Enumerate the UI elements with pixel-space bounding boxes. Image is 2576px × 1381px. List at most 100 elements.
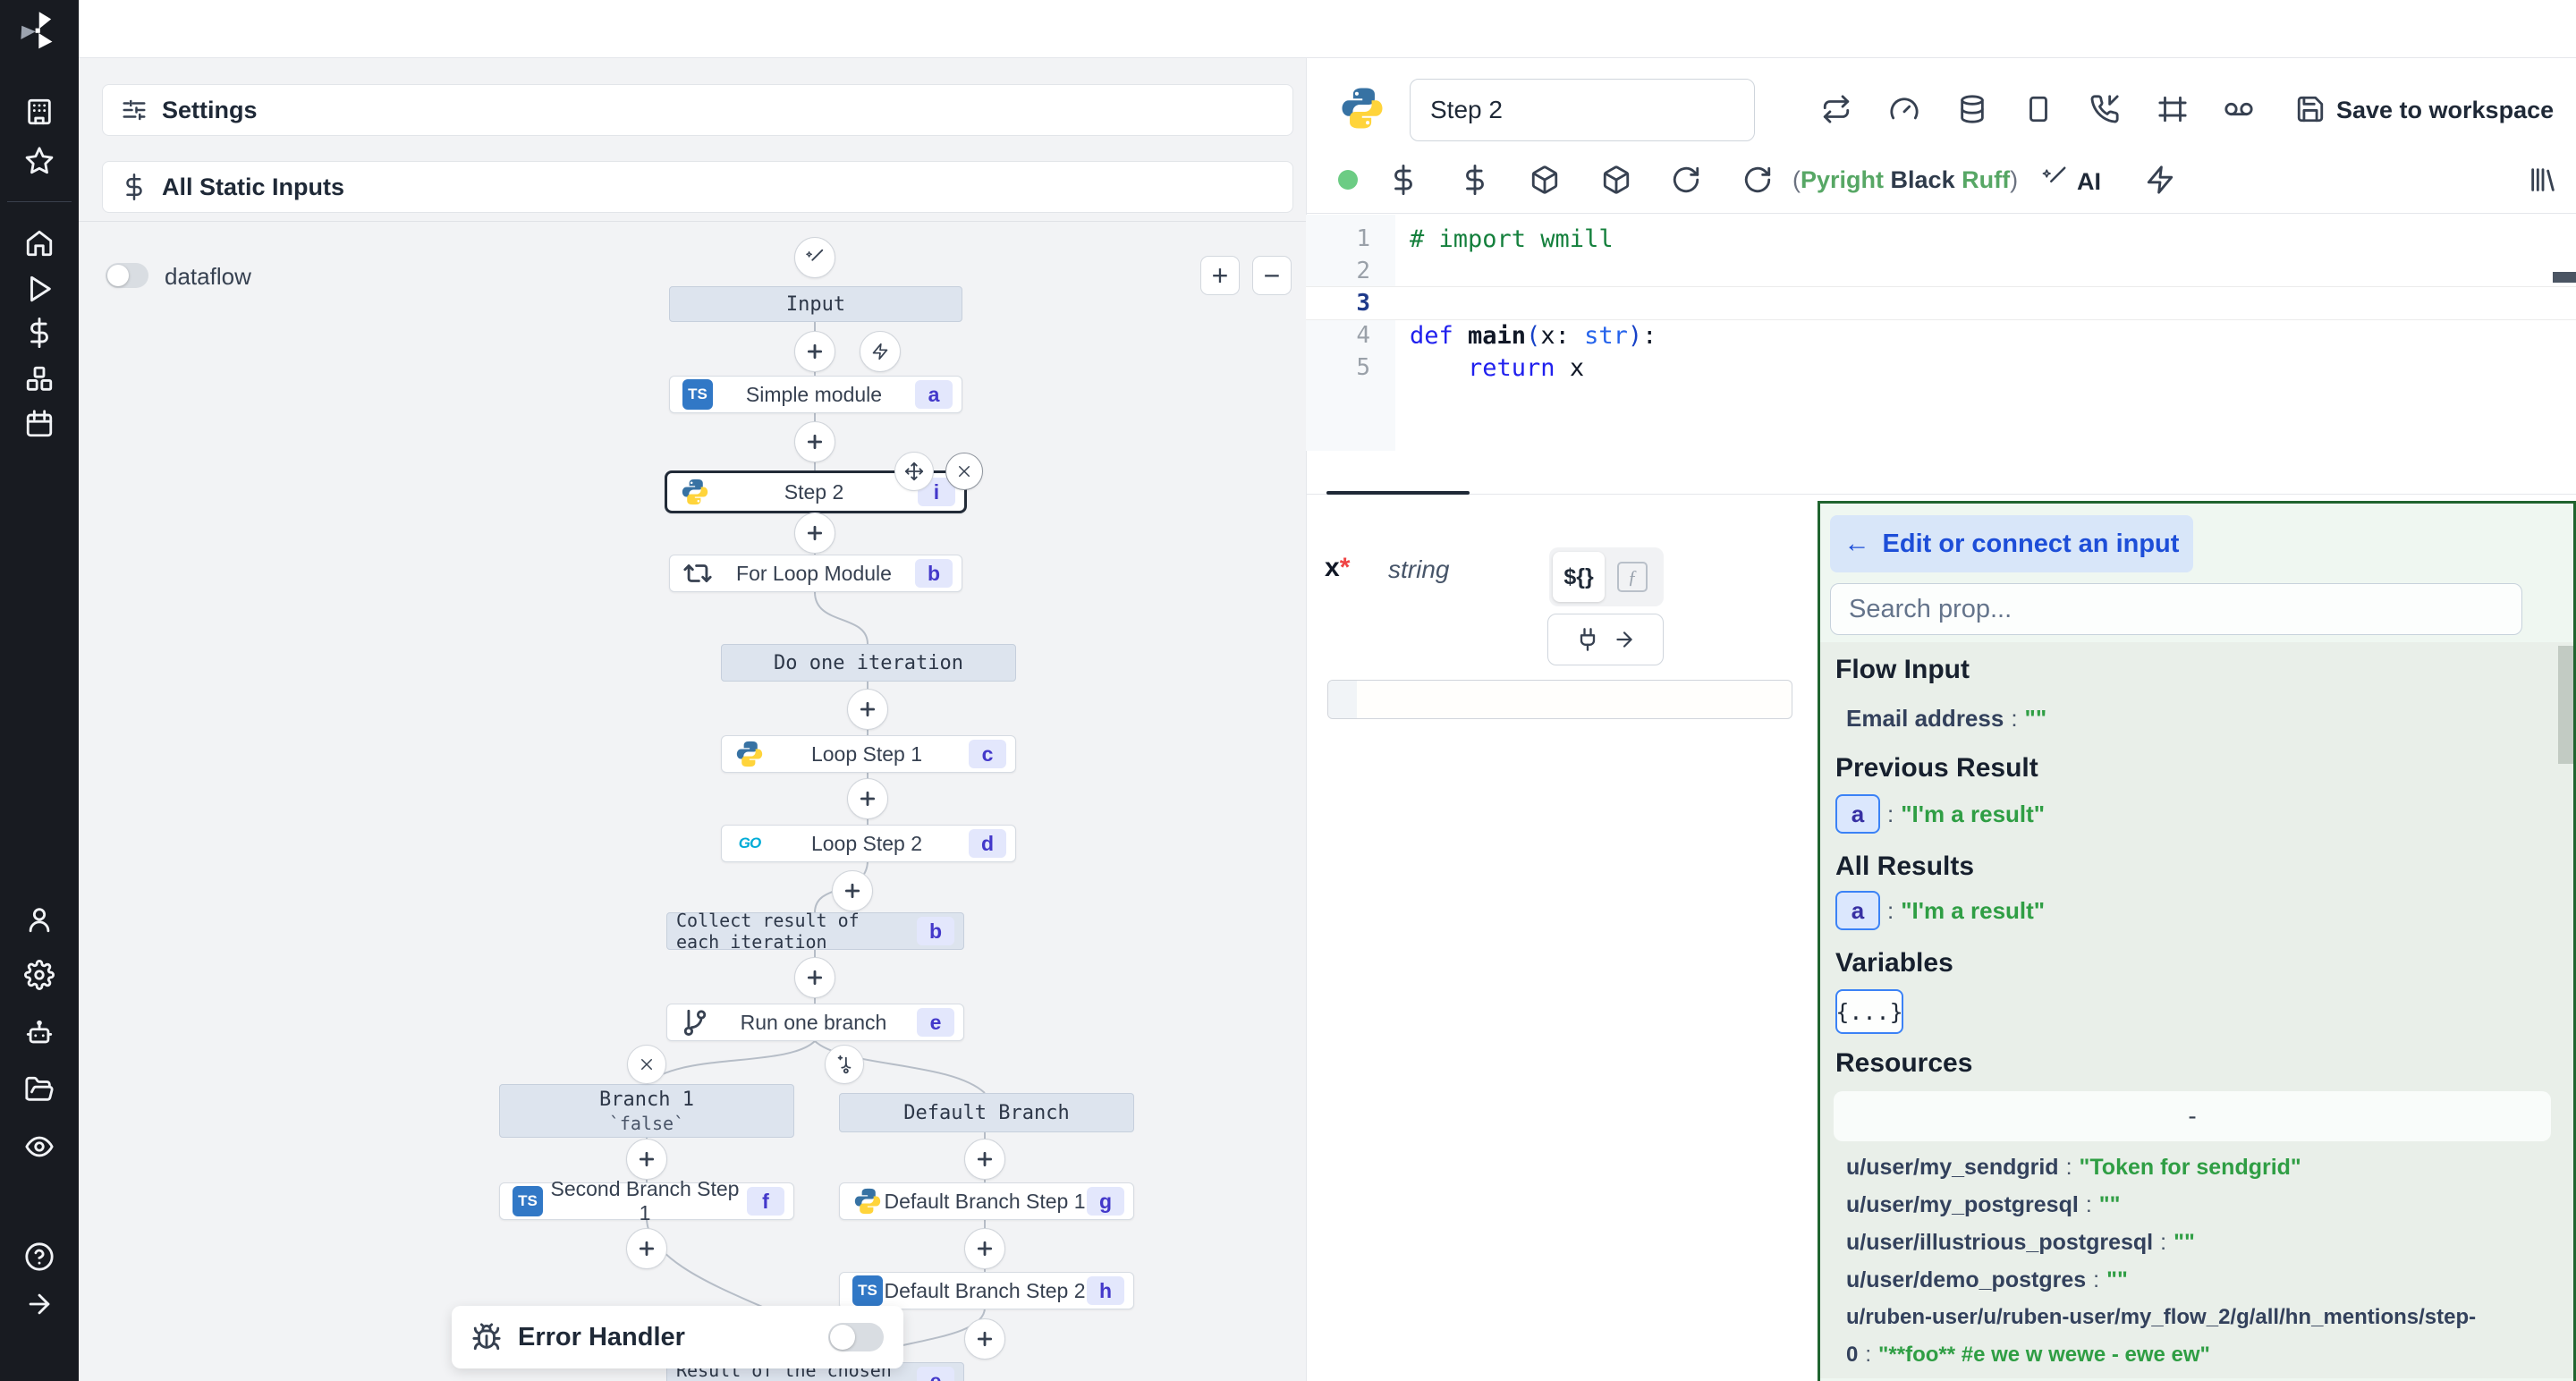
prop-row[interactable]: a:"I'm a result" [1835, 891, 2045, 930]
save-to-workspace-label[interactable]: Save to workspace [2336, 97, 2555, 123]
reload-icon[interactable] [1671, 165, 1701, 195]
insert-step-button[interactable] [626, 1139, 667, 1180]
help-icon[interactable] [24, 1241, 55, 1272]
node-id-badge: e [917, 1367, 954, 1381]
code-line-4[interactable]: def main(x: str): [1410, 322, 1657, 350]
insert-step-button[interactable] [847, 689, 888, 730]
zoom-in-button[interactable]: + [1200, 256, 1240, 295]
library-icon[interactable] [2528, 165, 2558, 195]
search-prop-input[interactable] [1830, 583, 2522, 635]
resources-placeholder-box[interactable]: - [1834, 1091, 2551, 1141]
prop-row[interactable]: a:"I'm a result" [1835, 794, 2045, 834]
delete-step-button[interactable] [945, 453, 983, 490]
ai-wand-icon[interactable] [2041, 165, 2068, 191]
flow-node-for-loop[interactable]: For Loop Module b [669, 555, 962, 592]
insert-step-button[interactable] [794, 513, 835, 554]
insert-step-button[interactable] [832, 870, 873, 911]
fn-mode-button[interactable]: ƒ [1606, 552, 1658, 602]
flow-node-run-one-branch[interactable]: Run one branch e [666, 1004, 964, 1041]
expr-mode-button[interactable]: ${} [1553, 552, 1605, 602]
add-branch-button[interactable] [825, 1045, 864, 1084]
ai-suggest-wand-button[interactable] [794, 237, 835, 278]
insert-step-button[interactable] [626, 1228, 667, 1269]
toggle-knob [830, 1325, 855, 1350]
resources-icon[interactable] [24, 364, 55, 394]
mock-square-icon[interactable] [2023, 94, 2054, 124]
insert-step-button[interactable] [964, 1318, 1005, 1360]
branch-plus-icon [837, 1055, 852, 1074]
dataflow-toggle[interactable] [106, 263, 148, 288]
save-icon[interactable] [2295, 94, 2326, 124]
flow-node-second-branch-step1[interactable]: TS Second Branch Step 1 f [499, 1177, 794, 1224]
ai-label[interactable]: AI [2077, 168, 2101, 195]
users-icon[interactable] [24, 904, 55, 935]
flow-node-branch1[interactable]: Branch 1 `false` [499, 1084, 794, 1138]
flow-node-default-branch-step2[interactable]: TS Default Branch Step 2 h [839, 1272, 1134, 1309]
flow-node-default-branch-step1[interactable]: Default Branch Step 1 g [839, 1182, 1134, 1220]
connect-input-panel-body [1820, 642, 2573, 1378]
folders-icon[interactable] [24, 1074, 55, 1105]
package-icon[interactable] [1601, 165, 1631, 195]
reload-icon[interactable] [1742, 165, 1773, 195]
remove-branch-button[interactable] [627, 1045, 666, 1084]
windmill-logo[interactable] [13, 7, 63, 54]
flow-node-loop-step2[interactable]: GO Loop Step 2 d [721, 825, 1016, 862]
package-icon[interactable] [1530, 165, 1560, 195]
move-step-handle[interactable] [894, 452, 934, 491]
resource-row[interactable]: u/user/demo_postgres:"" [1846, 1261, 2562, 1299]
step-name-input[interactable] [1410, 79, 1755, 141]
settings-gear-icon[interactable] [24, 960, 55, 990]
edit-or-connect-button[interactable]: ← Edit or connect an input [1830, 515, 2193, 572]
connect-input-button[interactable] [1547, 614, 1664, 665]
insert-step-button[interactable] [964, 1228, 1005, 1269]
schedules-icon[interactable] [24, 409, 55, 439]
insert-step-button[interactable] [964, 1139, 1005, 1180]
workspace-icon[interactable] [24, 97, 55, 127]
resource-row[interactable]: u/user/illustrious_postgresql:"" [1846, 1224, 2562, 1261]
voicemail-icon[interactable] [2224, 94, 2254, 124]
retries-repeat-icon[interactable] [1821, 94, 1852, 124]
concurrency-gauge-icon[interactable] [1889, 94, 1919, 124]
flow-settings-bar[interactable]: Settings [102, 84, 1293, 136]
flow-node-do-one-iteration[interactable]: Do one iteration [721, 644, 1016, 682]
connect-panel-scrollbar[interactable] [2558, 646, 2573, 764]
suspend-phone-icon[interactable] [2089, 94, 2120, 124]
cache-database-icon[interactable] [1957, 94, 1987, 124]
expand-sidebar-arrow-icon[interactable] [24, 1289, 55, 1319]
variables-object-badge[interactable]: {...} [1835, 989, 1903, 1034]
audit-logs-eye-icon[interactable] [24, 1131, 55, 1162]
variable-dollar-icon[interactable] [1460, 165, 1490, 195]
insert-step-button[interactable] [794, 331, 835, 372]
separator: : [2093, 1267, 2100, 1292]
flow-node-loop-step1[interactable]: Loop Step 1 c [721, 735, 1016, 773]
resource-row[interactable]: u/user/my_sendgrid:"Token for sendgrid" [1846, 1148, 2562, 1186]
editor-scrollbar[interactable] [2553, 272, 2576, 283]
resource-row[interactable]: u/user/my_postgresql:"" [1846, 1186, 2562, 1224]
workers-robot-icon[interactable] [24, 1018, 55, 1048]
bolt-icon[interactable] [2145, 165, 2175, 195]
home-icon[interactable] [24, 228, 55, 258]
sleep-frame-icon[interactable] [2157, 94, 2188, 124]
code-line-1[interactable]: # import wmill [1410, 225, 1614, 253]
variable-dollar-icon[interactable] [1388, 165, 1419, 195]
flow-node-collect-result[interactable]: Collect result of each iteration b [666, 910, 964, 953]
variables-icon[interactable] [24, 318, 55, 348]
prop-row[interactable]: Email address:"" [1846, 705, 2046, 733]
step-id-badge[interactable]: a [1835, 794, 1880, 834]
zoom-out-button[interactable]: − [1252, 256, 1292, 295]
insert-step-button[interactable] [794, 957, 835, 998]
step-id-badge[interactable]: a [1835, 891, 1880, 930]
flow-node-simple-module[interactable]: TS Simple module a [669, 376, 962, 413]
trigger-bolt-button[interactable] [860, 331, 901, 372]
flow-node-default-branch[interactable]: Default Branch [839, 1093, 1134, 1132]
resource-row[interactable]: u/ruben-user/u/ruben-user/my_flow_2/g/al… [1846, 1299, 2562, 1374]
expression-editor[interactable] [1327, 680, 1792, 719]
all-static-inputs-bar[interactable]: All Static Inputs [102, 161, 1293, 213]
insert-step-button[interactable] [847, 778, 888, 819]
runs-icon[interactable] [24, 274, 55, 304]
insert-step-button[interactable] [794, 421, 835, 462]
error-handler-toggle[interactable] [828, 1323, 884, 1351]
code-line-5[interactable]: return x [1410, 354, 1584, 382]
favorites-star-icon[interactable] [24, 146, 55, 176]
flow-node-input[interactable]: Input [669, 286, 962, 322]
